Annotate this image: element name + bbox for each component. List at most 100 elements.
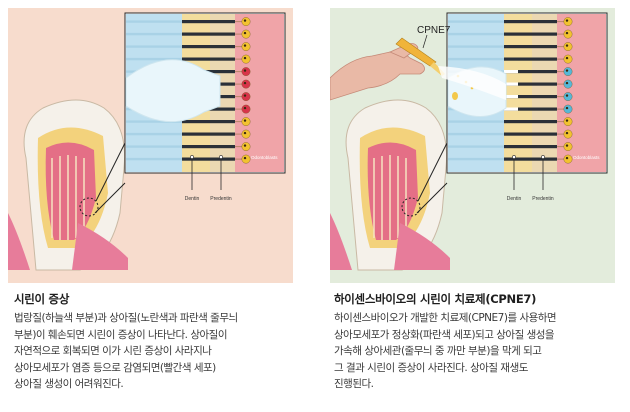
cell-nucleus	[565, 131, 569, 135]
zoom-line-1	[95, 142, 126, 202]
enamel-stripe	[448, 20, 504, 23]
dentinal-tubule	[504, 120, 557, 124]
enamel-stripe	[126, 157, 182, 161]
sealed-tubule	[504, 82, 518, 86]
cell-nucleus	[243, 56, 247, 60]
cell-nucleus	[565, 69, 569, 72]
dentinal-tubule	[182, 32, 235, 36]
dentinal-tubule	[504, 70, 557, 74]
caption-line: 하이센스바이오가 개발한 치료제(CPNE7)를 사용하면	[334, 312, 557, 324]
odontoblast-cell	[563, 129, 573, 139]
dentinal-tubule	[504, 95, 557, 99]
left-illustration-panel: Odontoblasts Dentin Predentin	[8, 8, 293, 283]
cell-nucleus	[565, 56, 569, 60]
tooth-cross-section	[330, 99, 450, 271]
caption-line: 상아모세포가 정상화(파란색 세포)되고 상아질 생성을	[334, 328, 555, 341]
odontoblast-cell	[563, 142, 573, 152]
enamel-stripe	[448, 145, 504, 148]
left-caption-title: 시린이 증상	[14, 292, 70, 306]
dentinal-tubule	[504, 132, 557, 136]
odontoblast-cell	[241, 104, 251, 114]
cell-nucleus	[243, 81, 247, 85]
predentin-label: Predentin	[210, 196, 232, 202]
odontoblast-cell	[563, 29, 573, 39]
caption-line: 그 결과 시린이 증상이 사라진다. 상아질 재생도	[334, 361, 528, 374]
enamel-stripe	[126, 45, 182, 48]
odontoblast-cell	[241, 92, 251, 102]
cpne7-label: CPNE7	[417, 25, 451, 36]
odontoblast-cell	[563, 42, 573, 51]
dentinal-tubule	[504, 82, 557, 86]
odontoblasts-label: Odontoblasts	[251, 155, 278, 160]
enamel-stripe	[126, 20, 182, 23]
right-illustration-panel: Odontoblasts Dentin Predentin CPNE7	[330, 8, 615, 283]
enamel-stripe	[126, 132, 182, 136]
left-illustration: Odontoblasts Dentin Predentin	[8, 12, 286, 271]
caption-line: 법랑질(하늘색 부분)과 상아질(노란색과 파란색 줄무늬	[14, 312, 238, 324]
cell-nucleus	[565, 144, 569, 147]
predentin-label: Predentin	[532, 196, 554, 202]
odontoblast-cell	[241, 117, 251, 127]
dentinal-tubule	[504, 20, 557, 24]
enamel-stripe	[448, 120, 504, 123]
dentinal-tubule	[504, 45, 557, 49]
cell-nucleus	[243, 156, 247, 160]
dentinal-tubule	[182, 157, 235, 161]
right-illustration: Odontoblasts Dentin Predentin CPNE7	[330, 12, 608, 271]
cell-nucleus	[565, 19, 569, 22]
dropper-icon	[395, 37, 437, 67]
cell-nucleus	[243, 69, 247, 72]
dentinal-tubule	[504, 57, 557, 61]
enamel-stripe	[448, 32, 504, 36]
enamel-stripe	[448, 132, 504, 136]
dentinal-tubule	[504, 145, 557, 149]
dentin-label: Dentin	[185, 196, 200, 202]
odontoblast-cell	[241, 129, 251, 139]
zoom-circle	[79, 197, 99, 217]
cell-nucleus	[565, 119, 569, 122]
caption-line: 상아모세포가 염증 등으로 감염되면(빨간색 세포)	[14, 361, 216, 374]
hand-with-dropper	[330, 37, 506, 101]
odontoblast-cell	[241, 42, 251, 51]
caption-line: 진행된다.	[334, 378, 374, 390]
dentinal-tubule	[182, 145, 235, 149]
odontoblast-cell	[241, 29, 251, 39]
sealed-tubule	[504, 70, 518, 74]
dentinal-tubule	[182, 132, 235, 136]
dentinal-tubule	[182, 57, 235, 61]
odontoblast-cell	[563, 154, 573, 164]
cell-nucleus	[243, 44, 247, 47]
cell-nucleus	[243, 144, 247, 147]
tooth-cross-section	[8, 99, 128, 271]
enamel-stripe	[126, 32, 182, 36]
odontoblast-cell	[563, 92, 573, 102]
enamel-stripe	[448, 45, 504, 48]
enamel-stripe	[126, 145, 182, 148]
dentinal-tubule	[182, 120, 235, 124]
dentinal-tubule	[504, 32, 557, 36]
cell-nucleus	[243, 19, 247, 22]
odontoblast-cell	[563, 104, 573, 114]
enamel-stripe	[448, 57, 504, 61]
dentinal-tubule	[182, 20, 235, 24]
left-caption: 시린이 증상 법랑질(하늘색 부분)과 상아질(노란색과 파란색 줄무늬 부분)…	[14, 291, 304, 393]
dentinal-tubule	[504, 157, 557, 161]
zoom-line-2	[416, 182, 448, 214]
caption-line: 가속해 상아세관(줄무늬 중 까만 부분)을 막게 되고	[334, 345, 542, 357]
cell-nucleus	[243, 119, 247, 122]
odontoblasts-label: Odontoblasts	[573, 155, 600, 160]
cell-nucleus	[243, 106, 247, 110]
enamel-stripe	[448, 157, 504, 161]
odontoblast-cell	[563, 117, 573, 127]
caption-line: 부분)이 훼손되면 시린이 증상이 나타난다. 상아질이	[14, 328, 227, 341]
right-caption: 하이센스바이오의 시린이 치료제(CPNE7) 하이센스바이오가 개발한 치료제…	[334, 291, 624, 393]
cell-nucleus	[565, 44, 569, 47]
dentin-label: Dentin	[507, 196, 522, 202]
dentinal-tubule	[504, 107, 557, 111]
enamel-stripe	[126, 57, 182, 61]
right-caption-title: 하이센스바이오의 시린이 치료제(CPNE7)	[334, 292, 537, 306]
cell-nucleus	[565, 31, 569, 35]
odontoblast-cell	[241, 154, 251, 164]
cell-nucleus	[243, 131, 247, 135]
enamel-stripe	[126, 120, 182, 123]
